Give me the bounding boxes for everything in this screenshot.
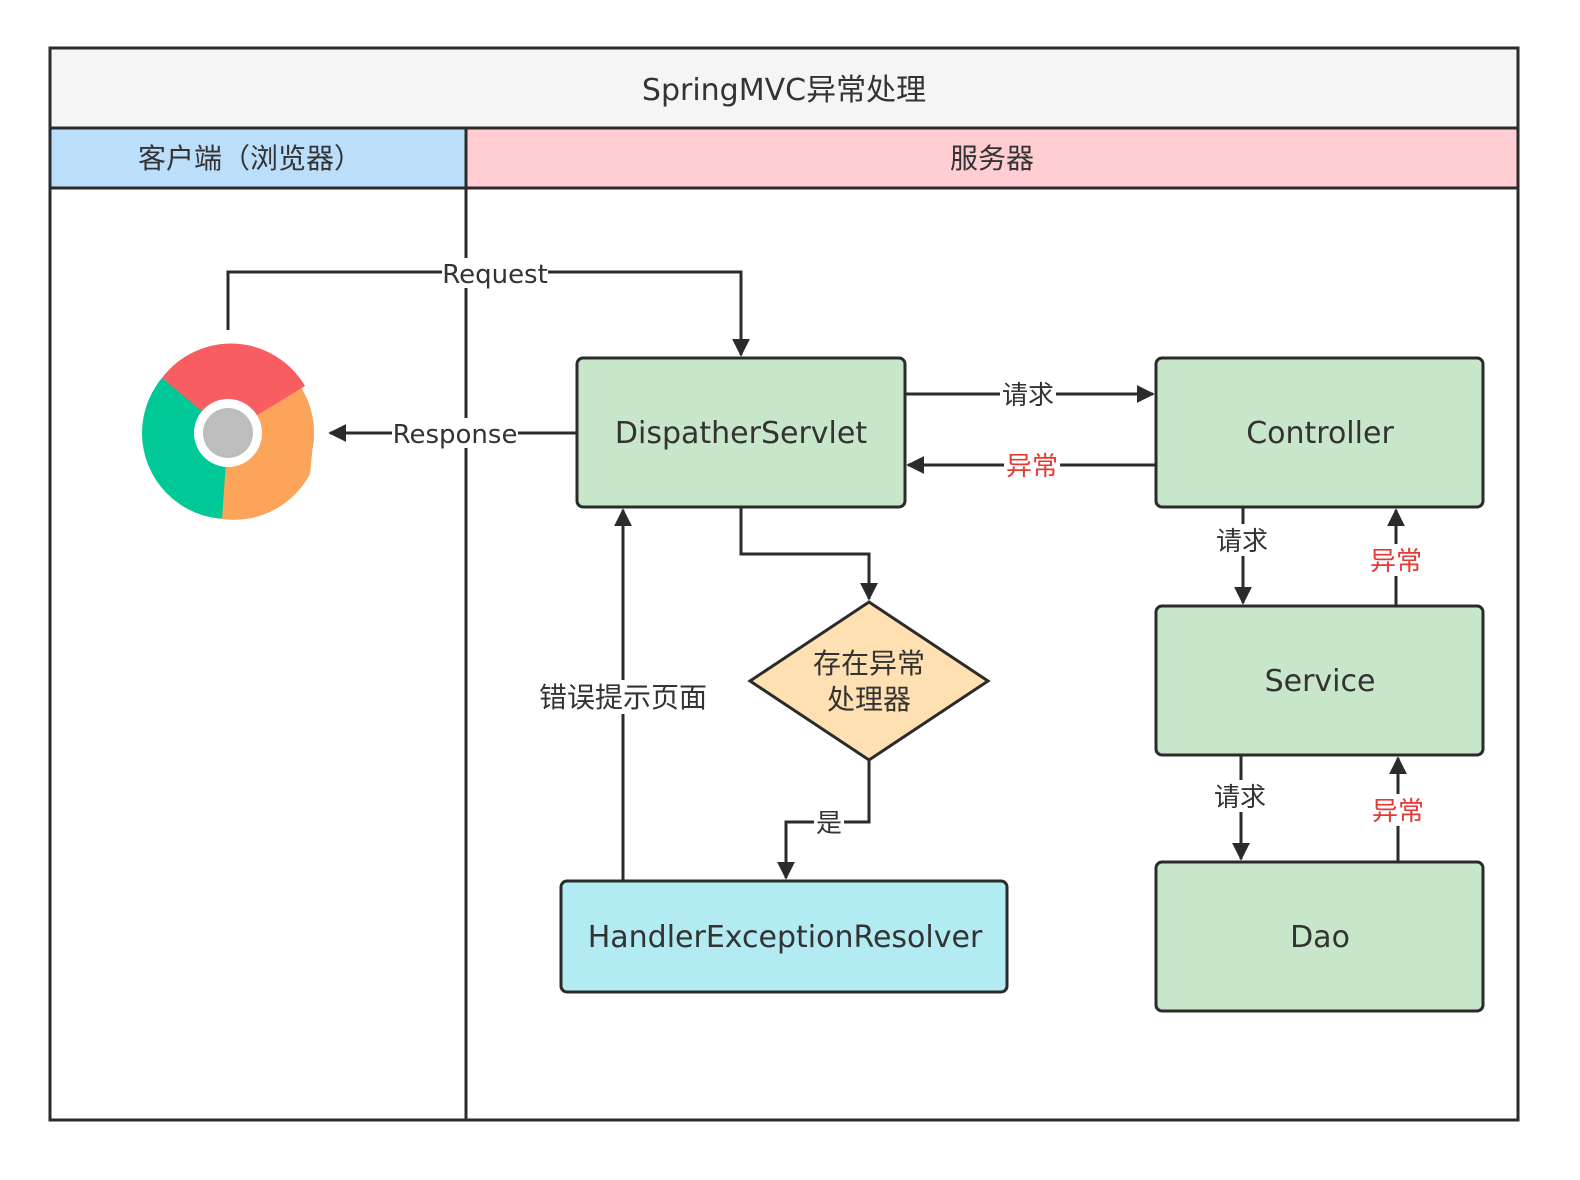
decision-label-line2: 处理器 xyxy=(827,683,911,716)
error-page-label-bg xyxy=(534,680,712,714)
server-lane-label: 服务器 xyxy=(950,142,1034,175)
handler-exception-resolver-label: HandlerExceptionResolver xyxy=(588,920,983,955)
controller-label: Controller xyxy=(1246,416,1394,451)
decision-label-line1: 存在异常 xyxy=(813,647,925,680)
dao-service-exception-label: 异常 xyxy=(1372,797,1424,827)
controller-node xyxy=(1154,356,1485,509)
title-band xyxy=(48,46,1520,130)
error-page-label: 错误提示页面 xyxy=(539,681,707,714)
chrome-browser-icon xyxy=(142,343,315,520)
dispatcher-controller-request-label: 请求 xyxy=(1002,381,1054,411)
exc-label-bg-1 xyxy=(1004,449,1060,481)
service-dao-request-label: 请求 xyxy=(1214,783,1266,813)
controller-dispatcher-exception-label: 异常 xyxy=(1006,452,1058,482)
response-label: Response xyxy=(393,420,518,450)
service-label: Service xyxy=(1265,664,1376,699)
req-label-bg-3 xyxy=(1212,780,1268,812)
response-label-bg xyxy=(392,418,518,448)
exc-label-bg-3 xyxy=(1370,794,1426,826)
client-lane-header xyxy=(48,126,468,190)
req-label-bg-1 xyxy=(1000,378,1056,410)
controller-service-request-label: 请求 xyxy=(1216,527,1268,557)
dispatcher-to-decision-edge xyxy=(739,507,878,601)
yes-label-bg xyxy=(814,808,844,838)
req-label-bg-2 xyxy=(1214,524,1270,556)
exc-label-bg-2 xyxy=(1368,544,1424,576)
dispatcher-servlet-label: DispatherServlet xyxy=(615,416,867,451)
request-label-bg xyxy=(442,258,548,288)
dao-node xyxy=(1154,860,1485,1013)
service-controller-exception-label: 异常 xyxy=(1370,547,1422,577)
client-lane-body xyxy=(48,186,468,1122)
client-lane-label: 客户端（浏览器） xyxy=(138,142,362,175)
yes-label: 是 xyxy=(816,809,842,839)
diagram-title: SpringMVC异常处理 xyxy=(642,73,926,108)
service-node xyxy=(1154,604,1485,757)
request-label: Request xyxy=(442,260,548,290)
dao-label: Dao xyxy=(1290,920,1350,955)
handler-exception-resolver-node xyxy=(559,879,1009,994)
